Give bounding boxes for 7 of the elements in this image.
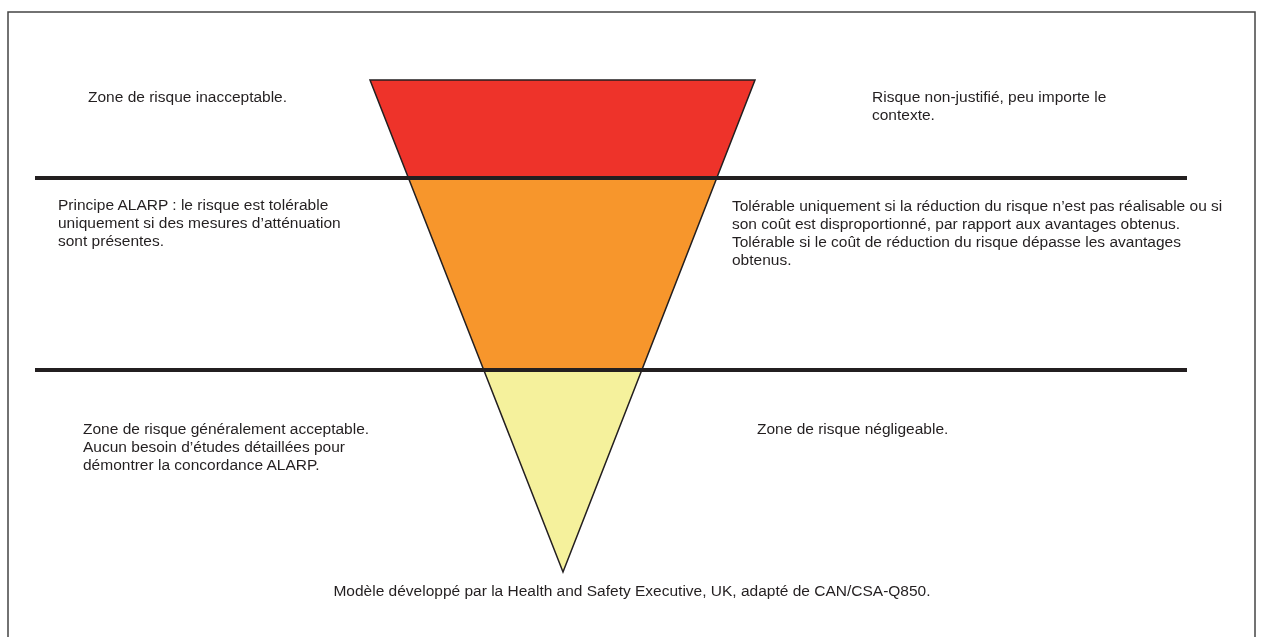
- zone-description: Principe ALARP : le risque est tolérable uniquement si des mesures d’atténuation sont présentes.: [58, 196, 342, 250]
- zone-description: Zone de risque négligeable.: [757, 420, 950, 438]
- caption: Modèle développé par la Health and Safety Executive, UK, adapté de CAN/CSA-Q850.: [332, 582, 932, 600]
- zone-description: Zone de risque généralement acceptable. Aucun besoin d’études détaillées pour démontrer la concordance ALARP.: [83, 420, 371, 474]
- zone-description: Zone de risque inacceptable.: [88, 88, 289, 106]
- zone-description: Risque non-justifié, peu importe le contexte.: [872, 88, 1108, 124]
- zone-description: Tolérable uniquement si la réduction du risque n’est pas réalisable ou si son coût est disproportionné, par rapport aux avantages obtenus. Tolérable si le coût de réduction du risque dépasse les avantages obtenus.: [732, 197, 1224, 269]
